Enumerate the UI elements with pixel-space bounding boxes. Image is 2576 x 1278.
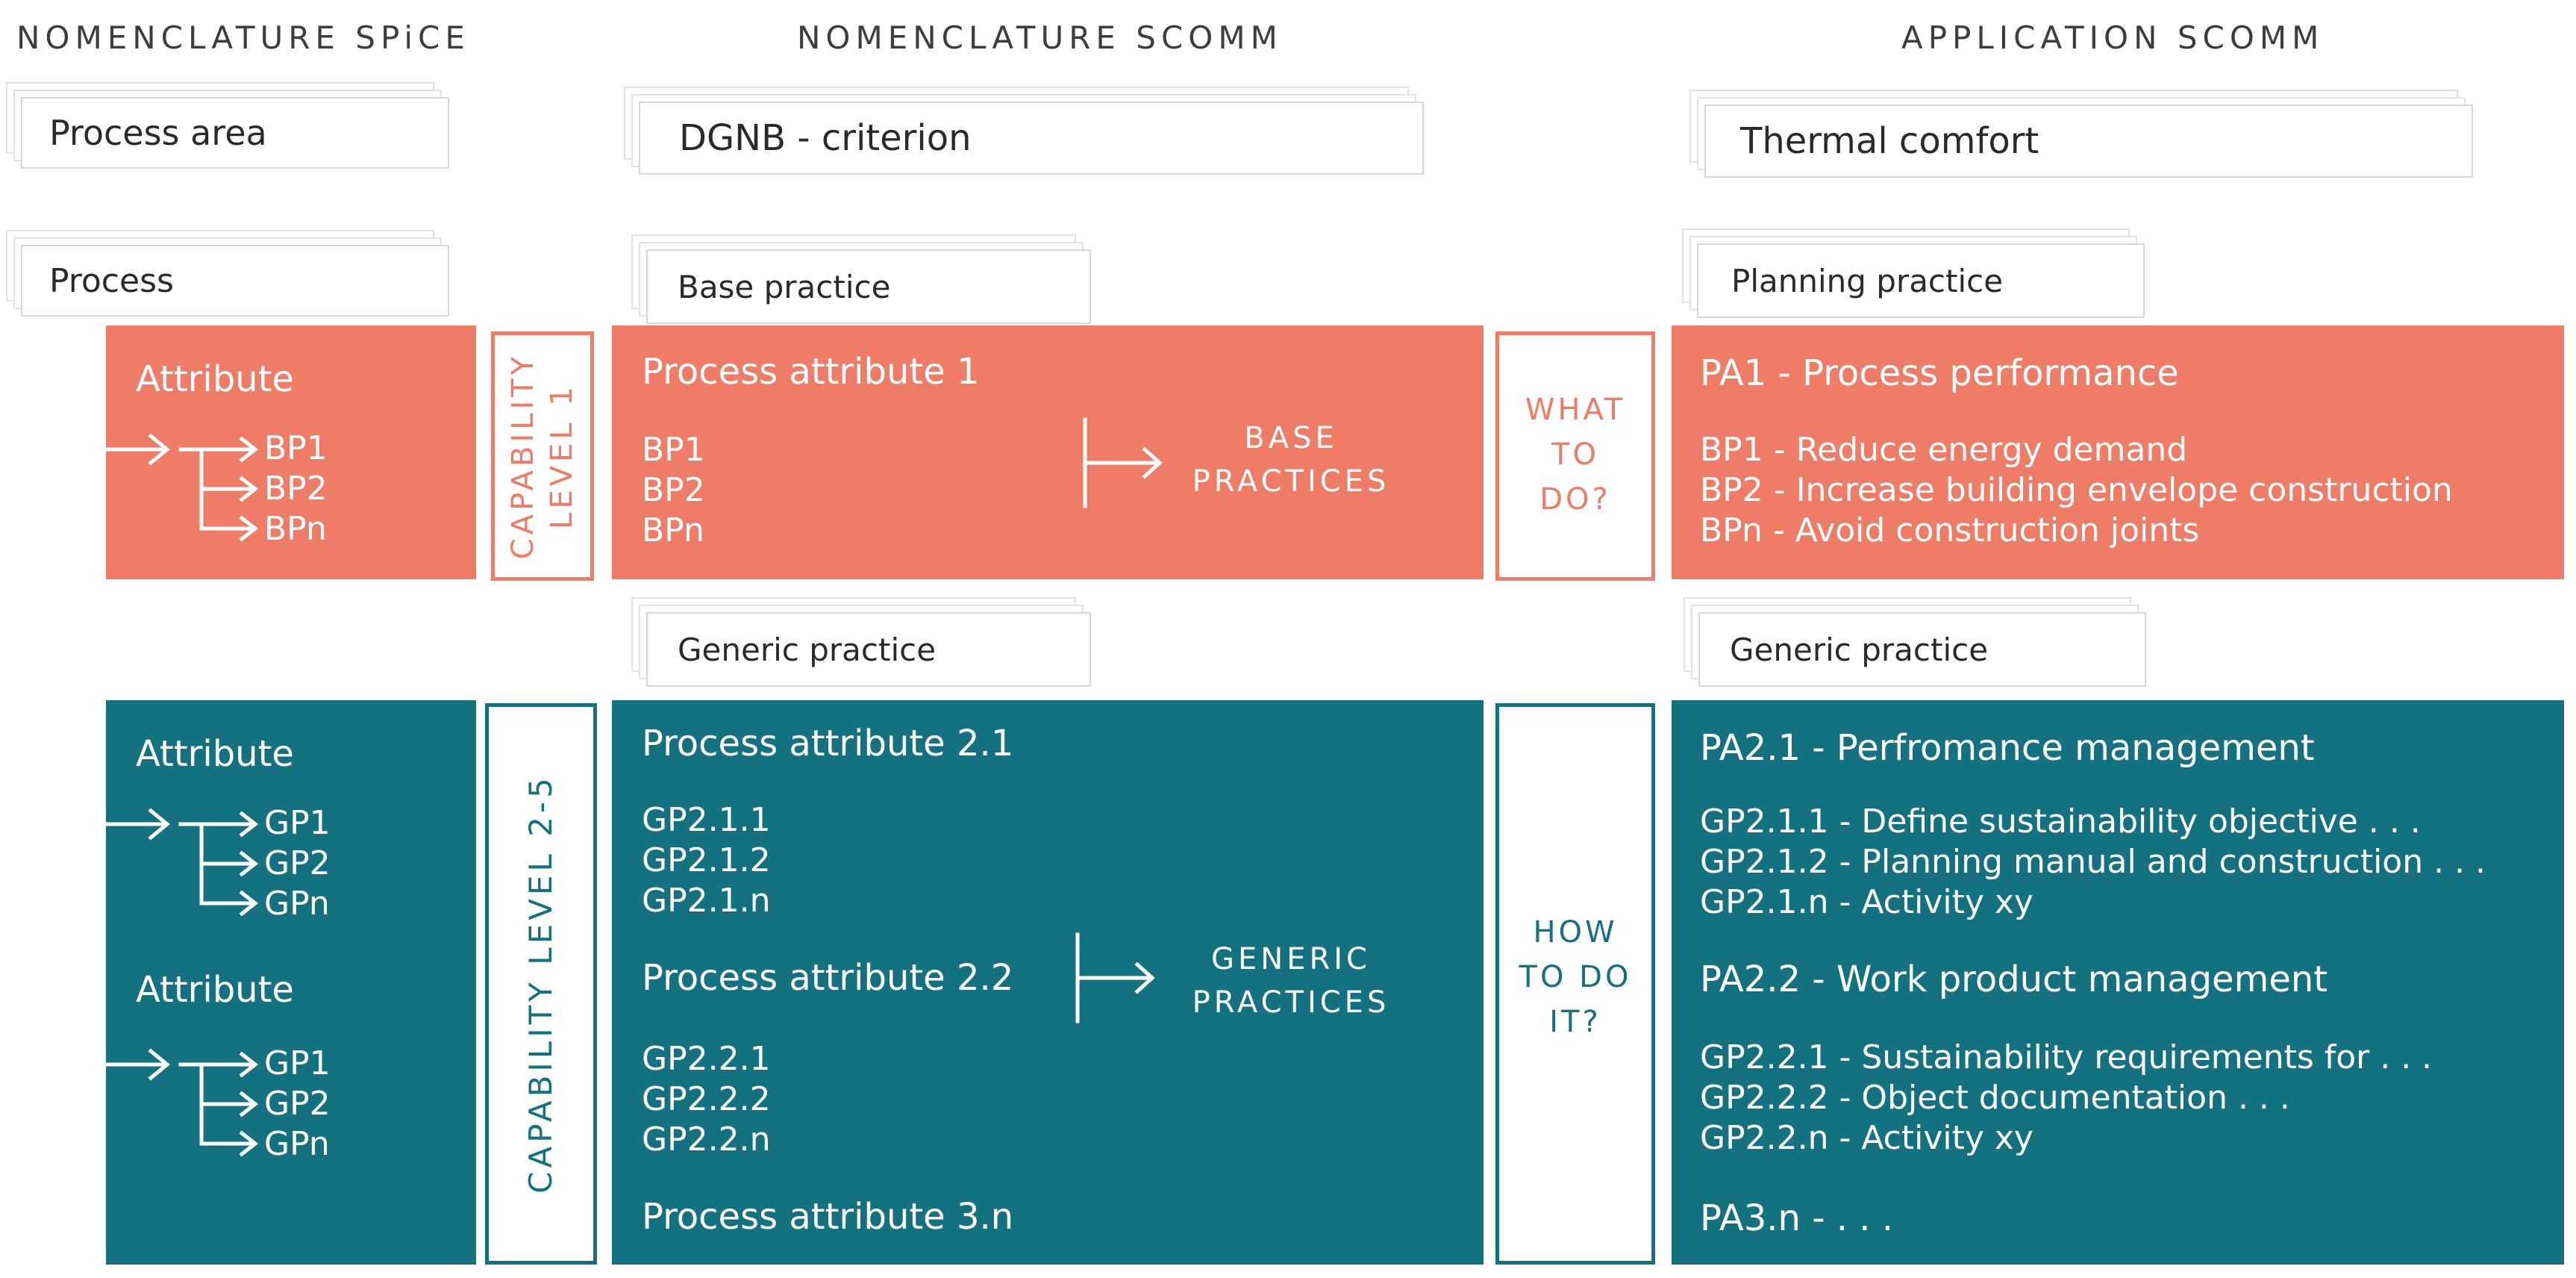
thermal-comfort-label: Thermal comfort — [1740, 120, 2039, 162]
spice-bpn: BPn — [264, 510, 327, 548]
spice-gp1-a: GP1 — [264, 804, 331, 842]
spice-gp2-b: GP2 — [264, 1085, 331, 1123]
process-attribute-2-2: Process attribute 2.2 — [642, 957, 1014, 999]
app-gp22n: GP2.2.n - Activity xy — [1700, 1119, 2033, 1157]
pa3-n: PA3.n - . . . — [1700, 1197, 1894, 1239]
process-area-frame: Process area — [21, 97, 449, 169]
spice-bp1: BP1 — [264, 429, 328, 467]
generic-practices-arrow — [1075, 932, 1155, 1023]
process-area-label: Process area — [49, 113, 267, 153]
generic-practice-label: Generic practice — [678, 631, 937, 668]
header-nomenclature-scomm: NOMENCLATURE SCOMM — [797, 19, 1283, 56]
app-gp211: GP2.1.1 - Define sustainability objectiv… — [1700, 802, 2421, 841]
what-to-do-label: WHAT TO DO? — [1525, 393, 1626, 517]
process-attribute-3-n: Process attribute 3.n — [642, 1196, 1014, 1238]
pa1-process-performance: PA1 - Process performance — [1700, 352, 2179, 394]
app-gp21n: GP2.1.n - Activity xy — [1700, 883, 2033, 921]
spice-level2-attribute-box: Attribute — [104, 700, 476, 1265]
spice-level1-tree-arrows — [104, 433, 259, 542]
spice-gpn-b: GPn — [264, 1125, 330, 1163]
app-bpn: BPn - Avoid construction joints — [1700, 511, 2200, 549]
base-practices-label: BASE PRACTICES — [1192, 421, 1390, 499]
generic-practices-label: GENERIC PRACTICES — [1192, 942, 1390, 1020]
spice-level2-attribute-a: Attribute — [136, 733, 294, 775]
pa2-1-performance-management: PA2.1 - Perfromance management — [1700, 727, 2315, 769]
criterion-label: DGNB - criterion — [679, 117, 972, 159]
how-to-do-it-label: HOW TO DO IT? — [1519, 915, 1632, 1039]
scomm-level1-box: Process attribute 1 BP1 BP2 BPn BASE PRA… — [612, 325, 1484, 579]
scomm-bp2: BP2 — [642, 471, 705, 509]
spice-level1-attribute-label: Attribute — [136, 358, 294, 400]
spice-level1-attribute-box: Attribute BP1 BP2 BPn — [104, 325, 476, 579]
spice-gp1-b: GP1 — [264, 1044, 331, 1082]
process-attribute-1: Process attribute 1 — [642, 351, 980, 393]
spice-level2-attribute-b: Attribute — [136, 969, 294, 1011]
process-attribute-2-1: Process attribute 2.1 — [642, 723, 1014, 764]
spice-gp2-a: GP2 — [264, 844, 331, 882]
scomm-bpn: BPn — [642, 511, 704, 549]
planning-practice-label: Planning practice — [1731, 262, 2004, 299]
scomm-gp212: GP2.1.2 — [642, 841, 771, 879]
spice-bp2: BP2 — [264, 470, 328, 508]
app-bp2: BP2 - Increase building envelope constru… — [1700, 471, 2453, 509]
application-generic-practice-frame: Generic practice — [1698, 612, 2146, 687]
scomm-gp211: GP2.1.1 — [642, 801, 771, 839]
app-gp221: GP2.2.1 - Sustainability requirements fo… — [1700, 1038, 2433, 1076]
criterion-frame: DGNB - criterion — [639, 102, 1424, 175]
scomm-level2-box: Process attribute 2.1 GP2.1.1 GP2.1.2 GP… — [612, 700, 1484, 1265]
generic-practice-frame: Generic practice — [646, 612, 1091, 687]
header-nomenclature-spice: NOMENCLATURE SPiCE — [16, 19, 470, 56]
scomm-bp1: BP1 — [642, 431, 705, 469]
scomm-gp221: GP2.2.1 — [642, 1040, 771, 1078]
app-gp222: GP2.2.2 - Object documentation . . . — [1700, 1079, 2290, 1117]
capability-level25-label: CAPABILITY LEVEL 2-5 — [522, 774, 559, 1194]
scomm-gp222: GP2.2.2 — [642, 1080, 771, 1118]
process-label: Process — [49, 261, 174, 300]
app-bp1: BP1 - Reduce energy demand — [1700, 431, 2188, 469]
application-level2-box: PA2.1 - Perfromance management GP2.1.1 -… — [1672, 700, 2564, 1265]
base-practices-arrow — [1083, 417, 1163, 508]
scomm-gp21n: GP2.1.n — [642, 882, 771, 920]
capability-level25-frame: CAPABILITY LEVEL 2-5 — [485, 703, 597, 1265]
process-frame: Process — [21, 245, 449, 317]
planning-practice-frame: Planning practice — [1697, 243, 2145, 318]
application-generic-practice-label: Generic practice — [1730, 631, 1989, 668]
scomm-gp22n: GP2.2.n — [642, 1120, 771, 1159]
base-practice-frame: Base practice — [646, 249, 1091, 324]
spice-gpn-a: GPn — [264, 885, 330, 923]
capability-level1-frame: CAPABILITY LEVEL 1 — [491, 331, 594, 581]
base-practice-label: Base practice — [678, 268, 891, 305]
how-to-do-it-frame: HOW TO DO IT? — [1495, 703, 1655, 1265]
capability-level1-label: CAPABILITY LEVEL 1 — [506, 352, 579, 560]
pa2-2-work-product-management: PA2.2 - Work product management — [1700, 958, 2328, 1000]
what-to-do-frame: WHAT TO DO? — [1495, 331, 1655, 581]
spice-level2-tree-arrows — [104, 808, 259, 1157]
thermal-comfort-frame: Thermal comfort — [1704, 105, 2473, 178]
header-application-scomm: APPLICATION SCOMM — [1901, 19, 2325, 56]
app-gp212: GP2.1.2 - Planning manual and constructi… — [1700, 843, 2486, 881]
application-level1-box: PA1 - Process performance BP1 - Reduce e… — [1672, 325, 2564, 579]
